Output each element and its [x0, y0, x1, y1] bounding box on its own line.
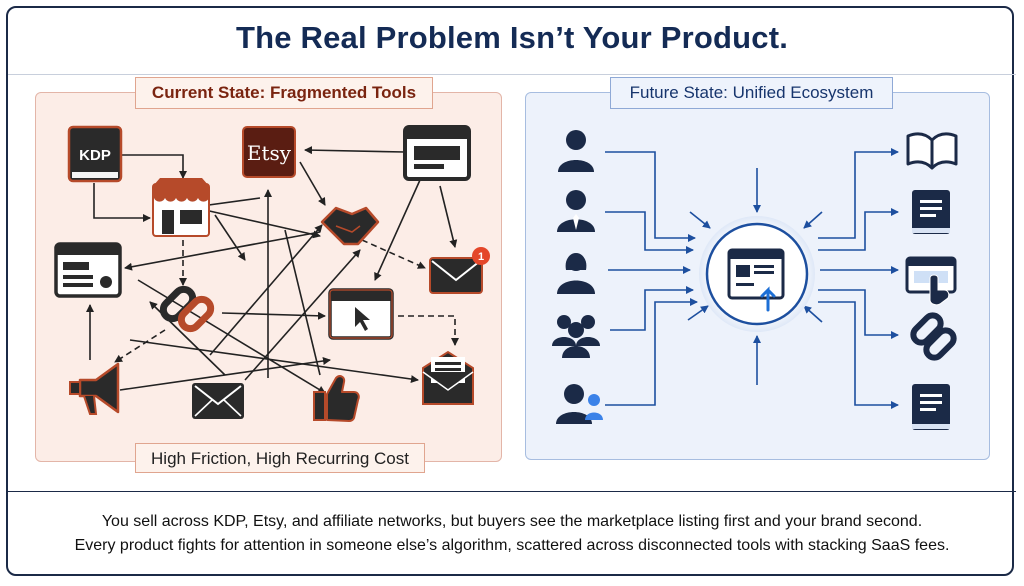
chain-link-icon [159, 285, 215, 333]
webpage-icon [54, 242, 122, 298]
caption-divider [8, 491, 1016, 492]
woman-icon [557, 253, 595, 294]
right-connectors [605, 148, 899, 409]
kdp-label: KDP [79, 147, 111, 164]
business-person-icon [557, 190, 595, 232]
open-book-icon [906, 132, 958, 170]
central-hub [699, 216, 815, 332]
envelope-icon [192, 383, 244, 419]
notebook-icon [912, 384, 950, 430]
book-icon [912, 190, 950, 234]
person-icon [558, 130, 594, 172]
user-add-icon [556, 384, 603, 424]
kdp-book-icon: KDP [67, 125, 123, 183]
svg-text:1: 1 [478, 251, 484, 263]
handshake-icon [320, 206, 380, 246]
cursor-window-icon [328, 288, 394, 340]
page-title: The Real Problem Isn’t Your Product. [235, 20, 789, 55]
mail-notification-icon: 1 [429, 247, 490, 294]
caption-line-1: You sell across KDP, Etsy, and affiliate… [101, 513, 923, 530]
left-connectors [86, 146, 459, 394]
open-envelope-icon [422, 350, 474, 405]
notification-badge [472, 247, 490, 265]
storefront-icon [152, 178, 210, 237]
title-divider [8, 74, 1016, 75]
etsy-label: Etsy [247, 141, 292, 165]
etsy-icon: Etsy [242, 126, 296, 178]
thumbs-up-icon [313, 375, 360, 422]
group-icon [552, 315, 600, 358]
caption-line-2: Every product fights for attention in so… [74, 537, 950, 554]
megaphone-icon [69, 362, 120, 415]
future-state-label: Future State: Unified Ecosystem [610, 77, 893, 109]
link-icon [910, 312, 957, 361]
browser-window-icon [403, 125, 471, 181]
current-state-label: Current State: Fragmented Tools [135, 77, 433, 109]
friction-cost-label: High Friction, High Recurring Cost [135, 443, 425, 473]
hub-dashboard-icon [727, 248, 785, 312]
click-window-icon [905, 256, 957, 306]
